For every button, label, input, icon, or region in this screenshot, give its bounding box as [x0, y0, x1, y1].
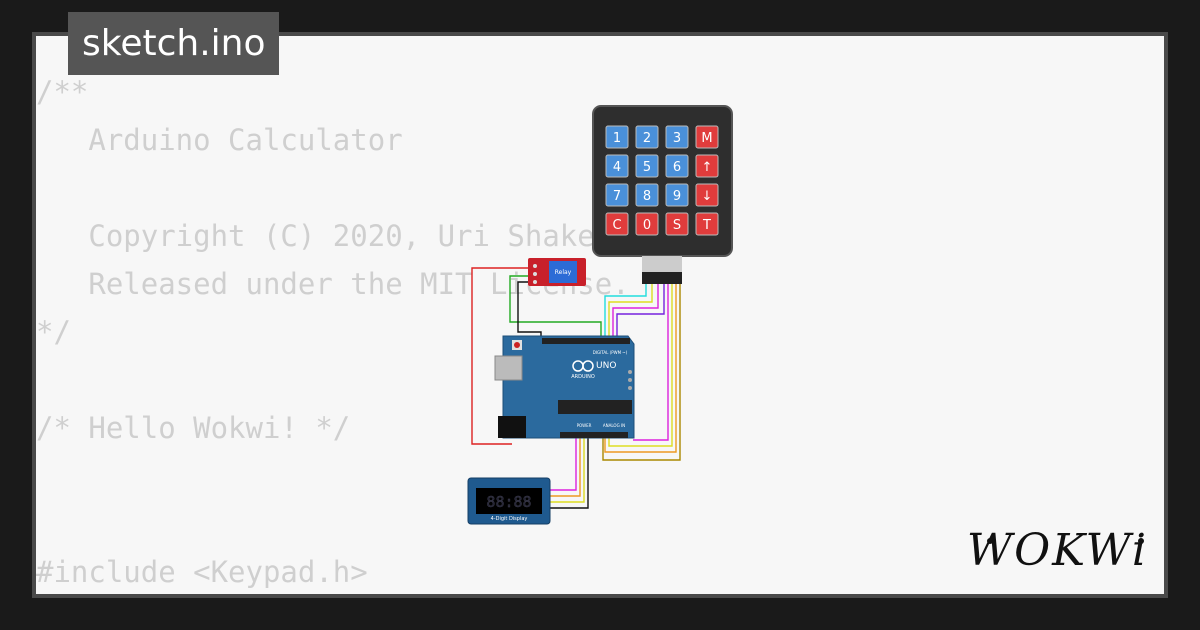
- keypad-key[interactable]: 9: [665, 183, 689, 207]
- arduino-analog-label: ANALOG IN: [603, 423, 625, 428]
- keypad-key-label: ↑: [702, 160, 713, 175]
- relay-module: Relay: [528, 258, 586, 286]
- frame-bottom-border: [32, 594, 1168, 598]
- keypad-key[interactable]: 7: [605, 183, 629, 207]
- keypad-key-label: T: [702, 218, 711, 233]
- keypad-key-label: 7: [613, 189, 621, 204]
- keypad-key[interactable]: 0: [635, 212, 659, 236]
- wire-brown: [602, 284, 681, 461]
- keypad-key[interactable]: M: [695, 125, 719, 149]
- four-digit-display: 88:88 4-Digit Display: [467, 477, 551, 525]
- keypad-key[interactable]: C: [605, 212, 629, 236]
- keypad-key[interactable]: T: [695, 212, 719, 236]
- file-tab-label: sketch.ino: [82, 23, 266, 64]
- wire-magenta: [612, 284, 659, 340]
- wire-pink: [633, 284, 669, 441]
- file-tab[interactable]: sketch.ino: [68, 12, 280, 75]
- wire-disp-1: [549, 438, 577, 491]
- relay-label: Relay: [555, 269, 572, 276]
- code-line: /**: [36, 75, 89, 109]
- keypad-key[interactable]: 3: [665, 125, 689, 149]
- keypad-key-label: ↓: [702, 189, 713, 204]
- wokwi-logo: WOKWi: [967, 525, 1148, 576]
- keypad-key-label: C: [612, 218, 621, 233]
- arduino-power-label: POWER: [577, 423, 592, 428]
- wire-black: [517, 281, 542, 340]
- keypad-key[interactable]: 4: [605, 154, 629, 178]
- code-line: #include <Keypad.h>: [36, 555, 368, 589]
- wire-green: [509, 275, 602, 340]
- keypad-key[interactable]: ↓: [695, 183, 719, 207]
- wires: [471, 267, 681, 509]
- keypad-key[interactable]: 8: [635, 183, 659, 207]
- keypad-key[interactable]: 1: [605, 125, 629, 149]
- keypad-key-label: 3: [673, 131, 681, 146]
- code-preview: /** Arduino Calculator Copyright (C) 202…: [36, 68, 630, 596]
- code-line: /* Hello Wokwi! */: [36, 411, 351, 445]
- keypad-key-label: 0: [643, 218, 651, 233]
- display-digits: 88:88: [486, 493, 531, 511]
- bottom-margin: [0, 594, 1200, 630]
- wire-disp-3: [549, 438, 585, 503]
- code-line: */: [36, 315, 71, 349]
- wire-purple: [616, 284, 665, 340]
- keypad-key[interactable]: 6: [665, 154, 689, 178]
- keypad-key-label: 2: [643, 131, 651, 146]
- keypad-keys: 1 2 3 M 4 5 6 ↑ 7 8 9 ↓ C 0 S T: [605, 125, 719, 236]
- display-label: 4-Digit Display: [491, 516, 528, 522]
- keypad-key-label: S: [673, 218, 681, 233]
- arduino-digital-label: DIGITAL (PWM ~): [593, 350, 628, 355]
- code-line: Arduino Calculator: [36, 123, 403, 157]
- keypad-key-label: 1: [613, 131, 621, 146]
- keypad-key[interactable]: 2: [635, 125, 659, 149]
- arduino-brand-label: ARDUINO: [571, 374, 595, 380]
- keypad-key-label: 8: [643, 189, 651, 204]
- keypad-key-label: 9: [673, 189, 681, 204]
- keypad: 1 2 3 M 4 5 6 ↑ 7 8 9 ↓ C 0 S T: [592, 105, 733, 284]
- wire-disp-4: [549, 438, 589, 509]
- keypad-key[interactable]: S: [665, 212, 689, 236]
- wire-orange: [604, 284, 677, 453]
- wire-yellow: [608, 284, 653, 340]
- keypad-key-label: 4: [613, 160, 621, 175]
- keypad-key-label: 6: [673, 160, 681, 175]
- code-line: Copyright (C) 2020, Uri Shaked.: [36, 219, 630, 253]
- keypad-key-label: 5: [643, 160, 651, 175]
- svg-text:WOKWi: WOKWi: [967, 525, 1148, 576]
- wire-disp-2: [549, 438, 581, 497]
- wire-yellow-2: [608, 284, 673, 447]
- arduino-board: UNO ARDUINO DIGITAL (PWM ~) POWER ANALOG…: [494, 335, 635, 439]
- keypad-key[interactable]: 5: [635, 154, 659, 178]
- keypad-key[interactable]: ↑: [695, 154, 719, 178]
- wire-red: [471, 267, 531, 445]
- wire-cyan: [604, 284, 647, 340]
- code-line: Released under the MIT License.: [36, 267, 630, 301]
- keypad-key-label: M: [701, 131, 712, 146]
- arduino-model-label: UNO: [596, 361, 616, 371]
